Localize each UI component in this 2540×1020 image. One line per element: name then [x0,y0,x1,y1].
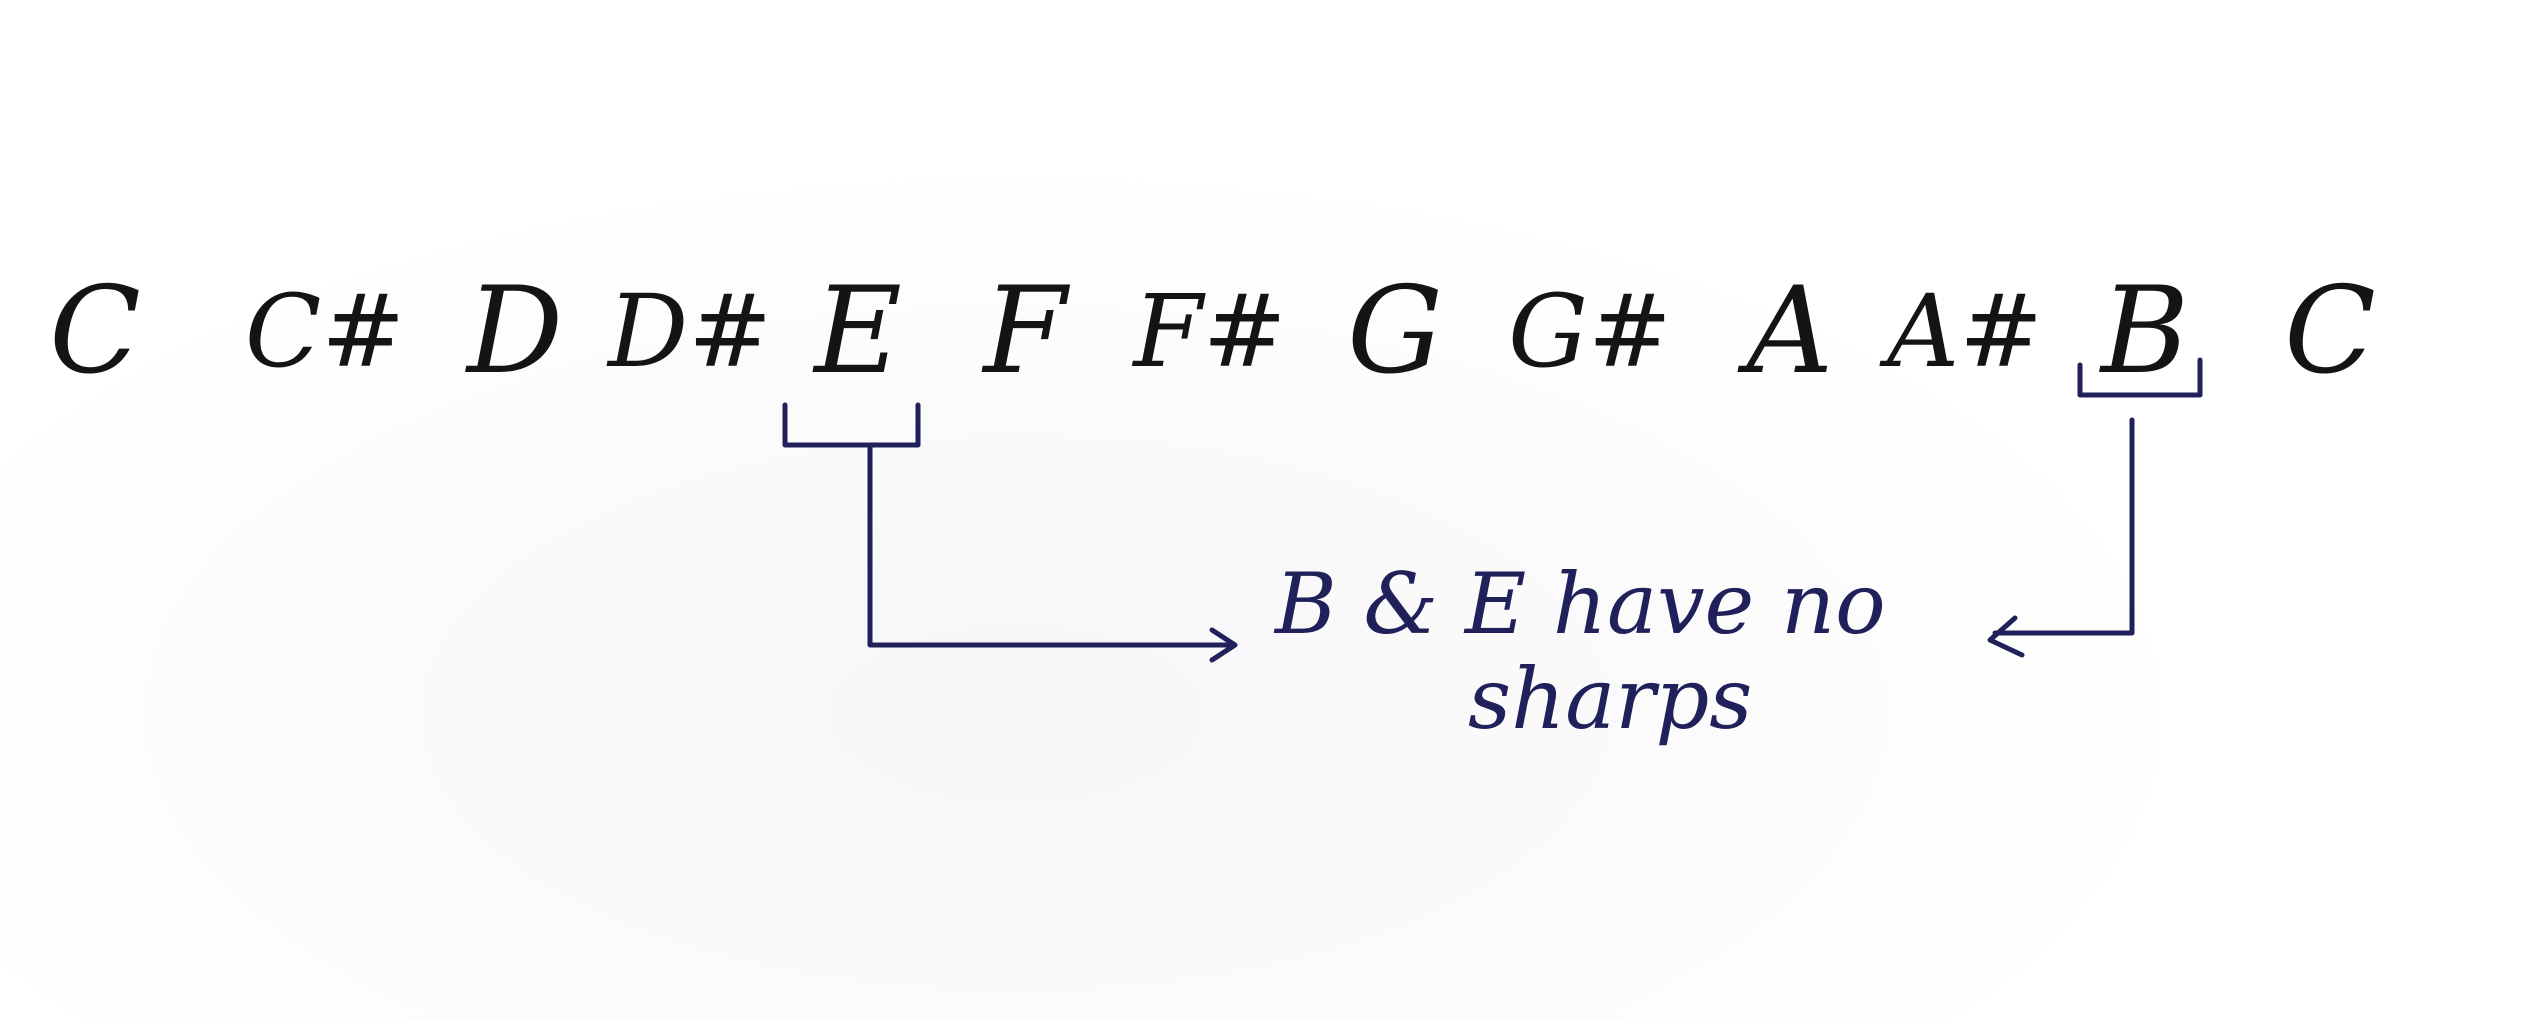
note-a: A [1746,262,1834,401]
note-f-sharp: F# [1133,273,1287,390]
bracket-under-e [782,402,921,448]
note-d: D [466,262,564,401]
note-g: G [1347,262,1443,401]
connector-from-b [1992,417,2135,636]
note-c-low: C [49,262,141,401]
arrowhead-right-icon [1209,627,1238,663]
bracket-under-b [2077,357,2203,398]
connector-from-e [867,442,1235,648]
note-d-sharp: D# [608,273,772,390]
annotation-line-2: sharps [1468,650,1753,748]
annotation-line-1: B & E have no [1275,555,1886,653]
note-c-high: C [2284,262,2376,401]
arrowhead-left-icon [1987,615,2025,658]
note-g-sharp: G# [1508,273,1672,390]
note-c-sharp: C# [244,273,406,390]
note-a-sharp: A# [1886,273,2044,390]
note-e: E [814,262,902,401]
note-f: F [983,262,1067,401]
note-b: B [2100,262,2190,401]
